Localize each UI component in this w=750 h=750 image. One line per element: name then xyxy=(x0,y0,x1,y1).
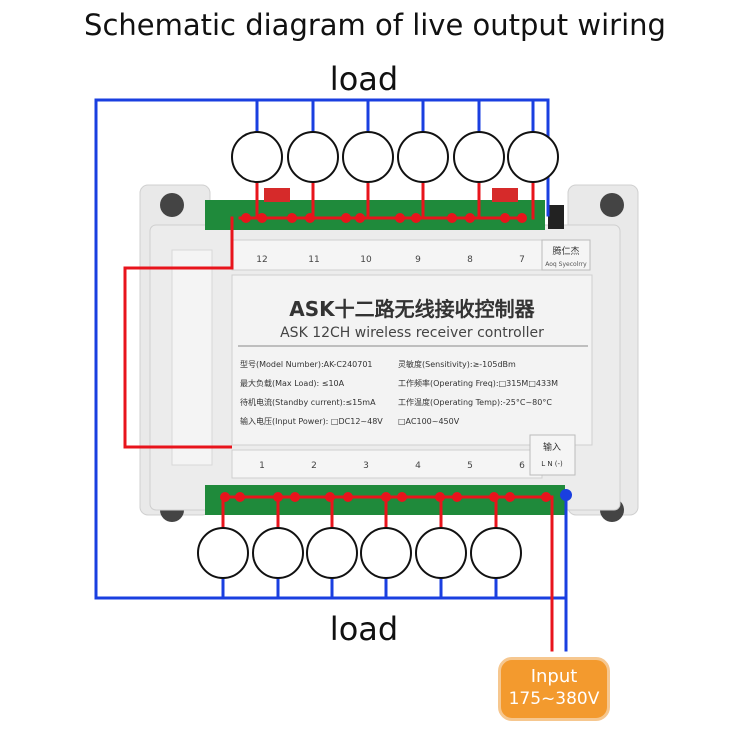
brand-en: Aoq Syecolrry xyxy=(545,261,587,268)
bottom-terminal-dot-10 xyxy=(489,492,499,502)
diagram-title: Schematic diagram of live output wiring xyxy=(84,8,666,42)
bottom-terminal-dot-11 xyxy=(505,492,515,502)
top-load-6 xyxy=(507,131,559,183)
bottom-terminal-dot-0 xyxy=(220,492,230,502)
top-terminal-dot-0 xyxy=(241,213,251,223)
input-voltage: 175~380V xyxy=(508,689,600,709)
top-channel-12: 12 xyxy=(256,255,267,265)
svg-text:L N (-): L N (-) xyxy=(541,460,563,468)
bottom-channel-4: 4 xyxy=(415,461,421,471)
terminal-screws xyxy=(220,213,572,502)
bottom-channel-2: 2 xyxy=(311,461,317,471)
bottom-terminal-dot-4 xyxy=(325,492,335,502)
top-channel-8: 8 xyxy=(467,255,473,265)
spec-left-0: 型号(Model Number):AK-C240701 xyxy=(240,360,373,369)
bottom-channel-6: 6 xyxy=(519,461,525,471)
bottom-channel-3: 3 xyxy=(363,461,369,471)
live-left-loop xyxy=(123,268,232,449)
bottom-channel-5: 5 xyxy=(467,461,473,471)
bottom-terminal-dot-8 xyxy=(435,492,445,502)
neutral-terminal-dot xyxy=(560,489,572,501)
top-channel-11: 11 xyxy=(308,255,319,265)
bottom-load-4 xyxy=(360,527,412,579)
spec-right-0: 灵敏度(Sensitivity):≥-105dBm xyxy=(398,359,516,369)
bottom-terminal-dot-2 xyxy=(273,492,283,502)
spec-right-1: 工作频率(Operating Freq):□315M□433M xyxy=(398,378,558,388)
top-load-4 xyxy=(397,131,449,183)
top-terminal-dot-3 xyxy=(305,213,315,223)
bottom-terminal-dot-3 xyxy=(290,492,300,502)
bottom-load-1 xyxy=(197,527,249,579)
bottom-terminal-dot-12 xyxy=(541,492,551,502)
spec-left-2: 待机电流(Standby current):≤15mA xyxy=(240,397,376,407)
top-terminal-dot-10 xyxy=(500,213,510,223)
pair-button xyxy=(548,205,564,229)
top-channel-7: 7 xyxy=(519,255,525,265)
brand-cn: 腾仁杰 xyxy=(552,245,579,257)
bottom-terminal-dot-6 xyxy=(381,492,391,502)
top-load-5 xyxy=(453,131,505,183)
spec-right-3: □AC100~450V xyxy=(398,417,460,426)
top-channel-10: 10 xyxy=(360,255,372,265)
device-title-cn: ASK十二路无线接收控制器 xyxy=(289,297,535,321)
top-load-label: load xyxy=(329,60,399,98)
bottom-load-2 xyxy=(252,527,304,579)
top-load-2 xyxy=(287,131,339,183)
bottom-load-6 xyxy=(470,527,522,579)
bottom-terminal-dot-7 xyxy=(397,492,407,502)
top-terminal-dot-5 xyxy=(355,213,365,223)
input-label: Input xyxy=(530,666,578,687)
top-load-3 xyxy=(342,131,394,183)
controller-housing xyxy=(139,184,639,522)
bottom-terminal-dot-9 xyxy=(452,492,462,502)
svg-text:输入: 输入 xyxy=(543,441,561,453)
top-channel-9: 9 xyxy=(415,255,421,265)
bottom-load-label: load xyxy=(329,610,399,648)
input-voltage-badge: Input 175~380V xyxy=(498,657,610,721)
device-title-en: ASK 12CH wireless receiver controller xyxy=(280,325,544,341)
top-terminal-dot-11 xyxy=(517,213,527,223)
mount-hole-top-left xyxy=(160,193,184,217)
spec-left-1: 最大负载(Max Load): ≤10A xyxy=(240,378,345,388)
brand-box xyxy=(541,239,591,271)
top-terminal-dot-8 xyxy=(447,213,457,223)
bottom-channel-1: 1 xyxy=(259,461,265,471)
bottom-load-3 xyxy=(306,527,358,579)
bottom-load-5 xyxy=(415,527,467,579)
bottom-terminal-dot-5 xyxy=(343,492,353,502)
loads xyxy=(197,131,559,579)
top-terminal-dot-6 xyxy=(395,213,405,223)
top-terminal-dot-9 xyxy=(465,213,475,223)
top-terminal-dot-4 xyxy=(341,213,351,223)
top-load-1 xyxy=(231,131,283,183)
mount-hole-top-right xyxy=(600,193,624,217)
top-terminal-dot-2 xyxy=(287,213,297,223)
top-terminal-dot-1 xyxy=(257,213,267,223)
spec-label-panel xyxy=(231,274,593,446)
top-terminal-dot-7 xyxy=(411,213,421,223)
spec-rows: 型号(Model Number):AK-C240701 灵敏度(Sensitivi… xyxy=(240,359,558,426)
spec-left-3: 输入电压(Input Power): □DC12~48V xyxy=(240,416,383,426)
spec-right-2: 工作温度(Operating Temp):-25°C~80°C xyxy=(398,397,552,407)
bottom-terminal-dot-1 xyxy=(235,492,245,502)
input-terminal-label xyxy=(529,434,576,476)
